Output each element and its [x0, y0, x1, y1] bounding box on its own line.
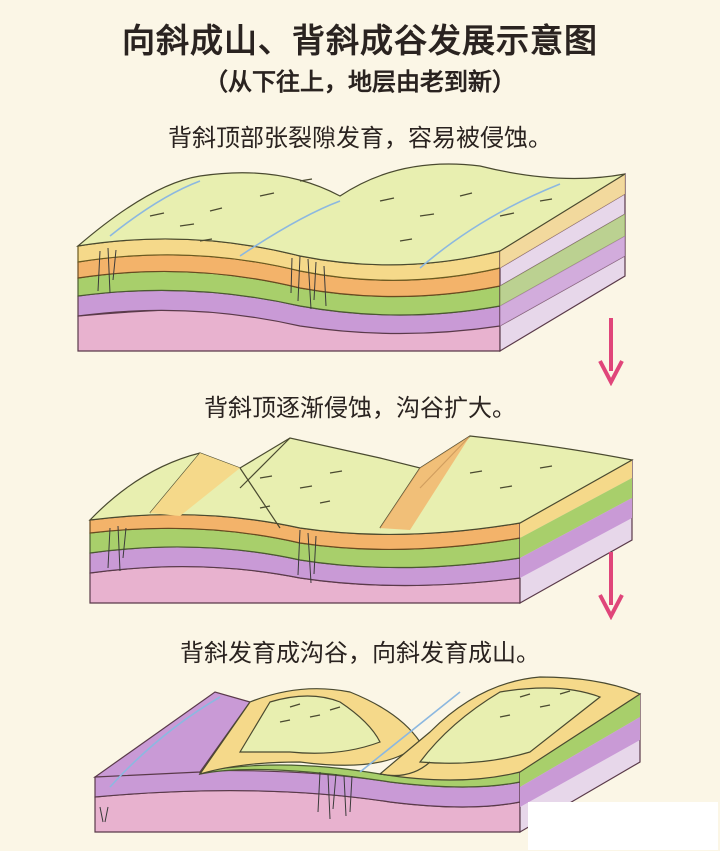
stage-2-block-diagram	[88, 435, 634, 605]
stage-3-caption: 背斜发育成沟谷，向斜发育成山。	[180, 639, 540, 667]
diagram-subtitle: （从下往上，地层由老到新）	[204, 68, 516, 96]
arrow-down-icon-2	[598, 552, 624, 620]
stage-2-caption: 背斜顶逐渐侵蚀，沟谷扩大。	[204, 394, 516, 422]
stage-1-caption: 背斜顶部张裂隙发育，容易被侵蚀。	[168, 124, 552, 152]
stage-3-block-diagram	[92, 676, 642, 834]
diagram-title: 向斜成山、背斜成谷发展示意图	[122, 21, 598, 60]
stage-1-block-diagram	[76, 163, 626, 353]
blank-patch	[528, 802, 718, 850]
arrow-down-icon-1	[598, 318, 624, 386]
top-surface	[76, 163, 626, 266]
